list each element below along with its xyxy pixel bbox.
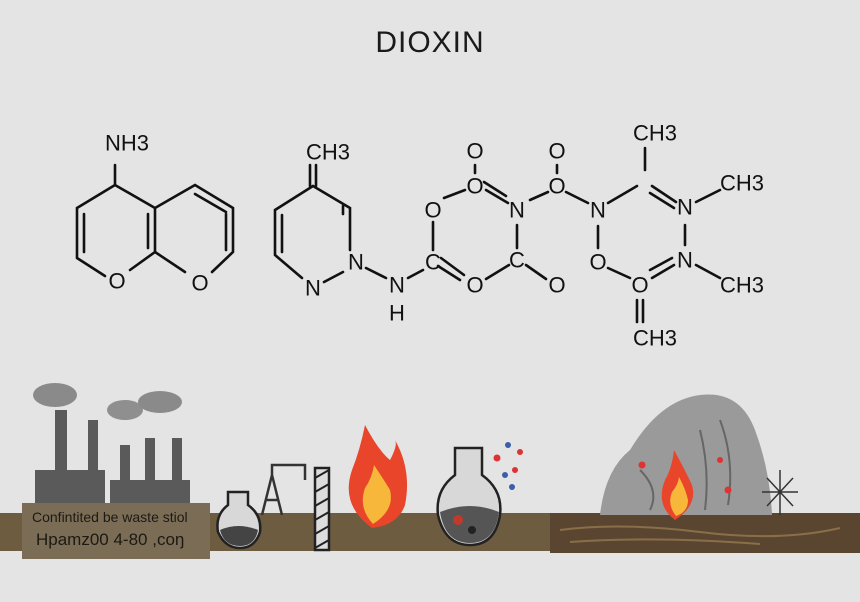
atom-o: O (631, 273, 648, 298)
atom-h: H (389, 301, 405, 326)
flask-icon (216, 490, 262, 550)
atom-ch3: CH3 (720, 273, 764, 298)
atom-o: O (191, 271, 208, 296)
page-title: DIOXIN (375, 26, 485, 59)
flask-icon (436, 442, 523, 547)
rock-pile-icon (600, 394, 798, 520)
atom-c: C (425, 250, 441, 275)
atom-nh3: NH3 (105, 131, 149, 156)
atom-n: N (677, 248, 693, 273)
flame-icon (348, 425, 408, 528)
atom-c: C (509, 248, 525, 273)
atom-o: O (108, 269, 125, 294)
atom-ch3: CH3 (633, 121, 677, 146)
atom-n: N (389, 273, 405, 298)
derrick-icon (260, 463, 307, 516)
molecule-1: NH3 O O (75, 131, 235, 296)
atom-n: N (305, 276, 321, 301)
scene-label-line1: Confintited be waste stiol (32, 509, 188, 525)
atom-ch3: CH3 (633, 326, 677, 351)
atom-o: O (548, 139, 565, 164)
atom-o: O (466, 139, 483, 164)
atom-o: O (424, 198, 441, 223)
atom-o: O (466, 174, 483, 199)
atom-n: N (590, 198, 606, 223)
molecule-2: CH3 N N N H C O O O N C O O O O N O CH3 … (273, 121, 764, 351)
atom-o: O (548, 174, 565, 199)
factory-icon (33, 383, 190, 505)
atom-n: N (677, 195, 693, 220)
atom-ch3: CH3 (720, 171, 764, 196)
scene-label-line2: Hpamz00 4-80 ,coŋ (36, 530, 185, 549)
atom-o: O (548, 273, 565, 298)
post-icon (313, 466, 331, 552)
atom-n: N (509, 198, 525, 223)
scene-label: Confintited be waste stiol Hpamz00 4-80 … (22, 503, 210, 559)
atom-ch3: CH3 (306, 140, 350, 165)
atom-o: O (466, 273, 483, 298)
atom-n: N (348, 250, 364, 275)
atom-o: O (589, 250, 606, 275)
